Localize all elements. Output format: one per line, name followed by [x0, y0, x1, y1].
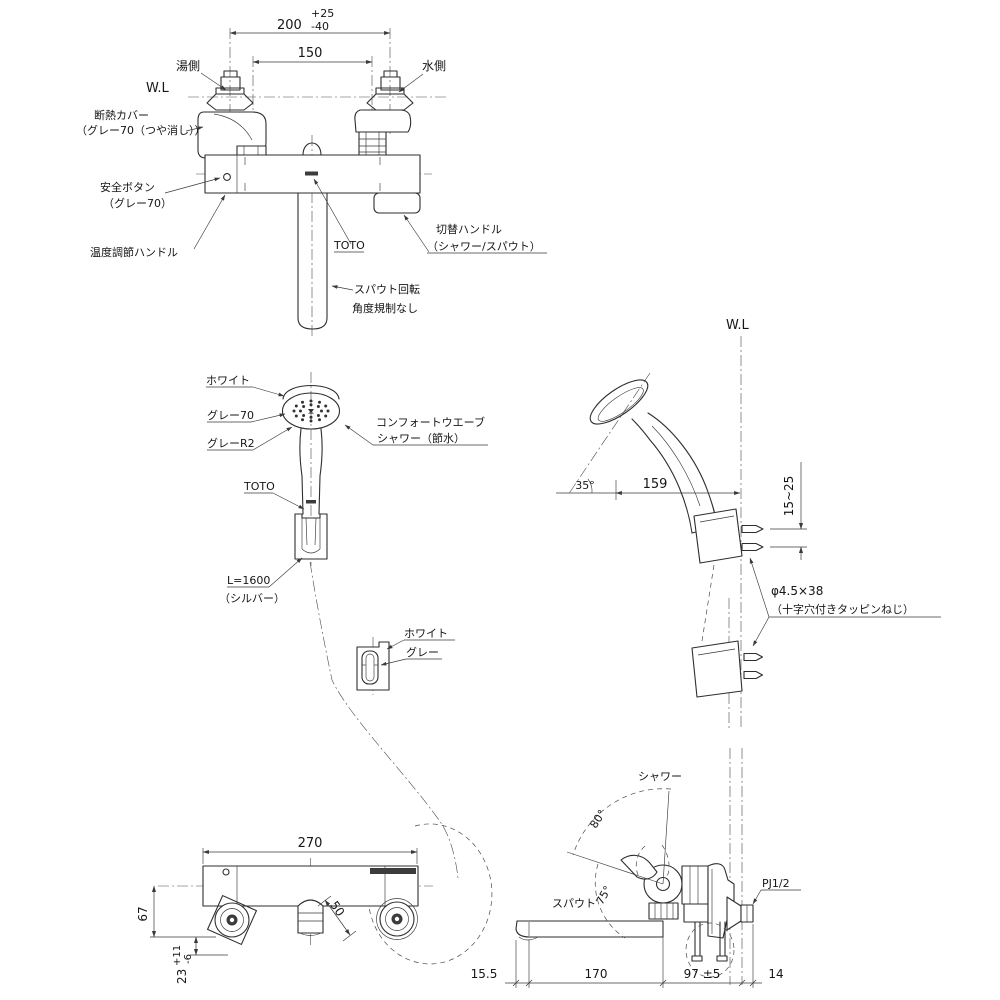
ribbed-collar — [648, 902, 679, 920]
faucet-front-view: 270 67 — [136, 836, 433, 984]
angle-35-label: 35° — [575, 479, 595, 492]
wall-bracket-upper — [693, 508, 743, 564]
screw-spec-note: （十字穴付きタッピンねじ） — [771, 602, 914, 616]
screw-upper-2 — [741, 542, 764, 552]
dim-200-tol-plus: +25 — [311, 7, 334, 20]
pj-flange — [726, 896, 742, 931]
wall-bracket-lower — [691, 640, 743, 698]
comfort-wave-label-2: シャワー（節水） — [377, 431, 465, 445]
handle-right-edge — [318, 428, 323, 515]
hanger-hook-part: ホワイト グレー — [356, 627, 455, 695]
mixer-body — [204, 142, 421, 214]
dim-150: 150 — [298, 46, 323, 61]
cold-supply-leg — [354, 70, 414, 159]
handle-logo-label: TOTO — [243, 480, 275, 493]
dim-23-plus: +11 — [172, 945, 183, 966]
switch-handle-label: 切替ハンドル — [436, 222, 502, 236]
dim-15-5: 15.5 — [471, 967, 498, 981]
head-gray70-label: グレー70 — [207, 408, 254, 422]
screw-upper-1 — [741, 524, 764, 534]
hot-side-label: 湯側 — [176, 59, 200, 73]
spray-holes — [292, 399, 330, 423]
angle-80-label: 80° — [587, 807, 609, 830]
switch-lever-strip — [370, 868, 416, 874]
screw-lower-2 — [743, 670, 764, 680]
thread-label: PJ1/2 — [762, 877, 790, 890]
mixer-front-view: 200 +25 -40 150 W.L — [76, 7, 547, 336]
holder-bracket — [294, 513, 328, 560]
comfort-wave-label-1: コンフォートウエーブ — [376, 415, 485, 429]
hanger-gray-label: グレー — [406, 645, 439, 659]
spout-position-label: スパウト — [552, 897, 596, 910]
dim-67: 67 — [136, 906, 150, 921]
spout-stub — [297, 899, 324, 934]
insulation-cover-note: （グレー70（つや消し）） — [76, 123, 206, 137]
handle-logo-mark — [306, 500, 316, 504]
hose-length-label: L=1600 — [227, 574, 270, 587]
dim-23-group: 23 +11 -6 — [172, 945, 194, 984]
cap-dome — [302, 142, 322, 156]
dim-170: 170 — [585, 967, 608, 981]
wall-line-label: W.L — [146, 81, 169, 96]
head-dome — [282, 384, 340, 400]
screw-spec-label: φ4.5×38 — [771, 584, 823, 598]
hose-loop — [367, 823, 493, 965]
spout-side — [515, 920, 664, 938]
shower-position-label: シャワー — [638, 770, 682, 783]
cold-side-label: 水側 — [422, 59, 446, 73]
switch-handle-note: （シャワー/スパウト） — [427, 240, 541, 253]
dim-200-tol-minus: -40 — [311, 20, 329, 33]
dim-23-minus: -6 — [183, 954, 194, 964]
logo-label: TOTO — [333, 239, 365, 252]
shower-side-view: W.L 35° 159 15~25 — [556, 318, 941, 730]
lever — [620, 854, 658, 880]
spout-tube — [297, 192, 328, 330]
dim-23: 23 — [175, 969, 189, 984]
shower-hose — [309, 561, 459, 879]
safety-button-dot — [223, 173, 231, 181]
head-face — [281, 392, 341, 430]
temp-handle-label: 温度調節ハンドル — [90, 245, 178, 259]
right-eccentric-joint — [376, 898, 418, 940]
left-eccentric-joint — [207, 895, 257, 945]
head-grayR2-label: グレーR2 — [207, 436, 255, 450]
hanger-white-label: ホワイト — [404, 627, 448, 640]
safety-button-note: （グレー70） — [103, 196, 172, 210]
switch-handle-block — [373, 192, 421, 214]
phantom-loop — [685, 922, 735, 978]
shower-head-front-view: ホワイト グレー70 グレーR2 コンフォートウエーブ シャワー（節水） TOT… — [206, 372, 493, 965]
screw-lower-1 — [743, 652, 764, 662]
faucet-side-view: シャワー 80° 75° スパウト PJ1/2 15.5 170 97 ±5 1… — [471, 748, 801, 988]
dim-159: 159 — [643, 477, 668, 492]
dim-97: 97 ±5 — [684, 967, 721, 981]
dim-15-25: 15~25 — [782, 476, 796, 517]
dim-200: 200 — [277, 18, 302, 33]
head-white-label: ホワイト — [206, 374, 250, 387]
safety-button-label: 安全ボタン — [100, 180, 155, 194]
spout-rotation-label-1: スパウト回転 — [354, 283, 420, 296]
shower-head-side — [589, 379, 649, 425]
logo-mark — [305, 171, 318, 176]
hot-supply-leg — [197, 70, 267, 164]
insulation-cover-label: 断熱カバー — [94, 108, 149, 122]
spout-rotation-label-2: 角度規制なし — [352, 301, 418, 315]
dim-14: 14 — [768, 967, 783, 981]
wall-line-label-2: W.L — [726, 318, 749, 333]
handle-left-edge — [299, 428, 304, 515]
valve-body-side — [681, 865, 709, 905]
angle-75-label: 75° — [593, 884, 614, 907]
dim-270: 270 — [298, 836, 323, 851]
hose-color-label: （シルバー） — [219, 592, 285, 605]
